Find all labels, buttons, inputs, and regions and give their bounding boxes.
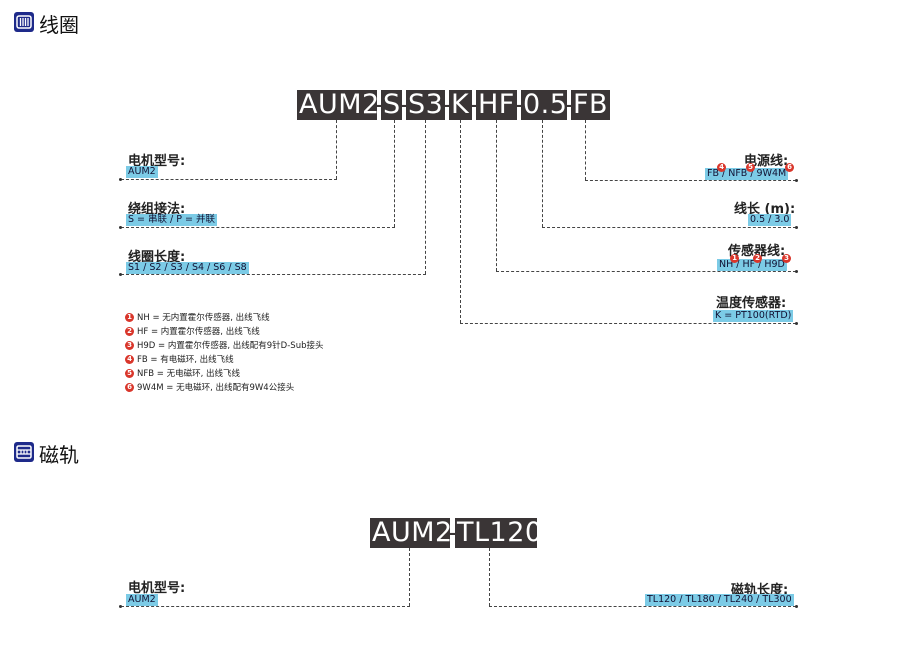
field-value-power-cable: FB / NFB / 9W4M (705, 168, 789, 180)
field-label-cable-length: 线长 (m): (734, 202, 796, 217)
code-segment-model: AUM2 (297, 89, 380, 120)
footnote-text: 9W4M = 无电磁环, 出线配有9W4公接头 (137, 383, 295, 393)
leader-line (460, 120, 461, 323)
field-label-temp-sensor: 温度传感器: (716, 296, 787, 311)
code-separator: - (564, 90, 574, 120)
footnote-badge: 2 (125, 327, 134, 336)
footnote-text: H9D = 内置霍尔传感器, 出线配有9针D-Sub接头 (137, 341, 324, 351)
leader-line (425, 120, 426, 274)
badge-2: 2 (753, 254, 762, 263)
badge-5: 5 (746, 163, 755, 172)
field-value-motor-model: AUM2 (126, 166, 158, 178)
code-separator: - (469, 90, 479, 120)
footnote-badge: 1 (125, 313, 134, 322)
leader-line (121, 606, 410, 607)
leader-dot (119, 226, 122, 229)
footnote-text: NH = 无内置霍尔传感器, 出线飞线 (137, 313, 270, 323)
leader-dot (119, 178, 122, 181)
leader-line (121, 274, 426, 275)
leader-dot (119, 273, 122, 276)
rail-icon (14, 442, 34, 462)
code-separator: - (442, 90, 452, 120)
leader-dot (119, 605, 122, 608)
leader-line (394, 120, 395, 227)
field-value-cable-length: 0.5 / 3.0 (748, 214, 792, 226)
field-value-motor-model: AUM2 (126, 594, 158, 606)
footnote-badge: 6 (125, 383, 134, 392)
badge-6: 6 (785, 163, 794, 172)
rail-section-title: 磁轨 (39, 443, 79, 467)
footnote-text: HF = 内置霍尔传感器, 出线飞线 (137, 327, 260, 337)
leader-line (585, 120, 586, 180)
code-separator: - (399, 90, 409, 120)
field-label-motor-model: 电机型号: (128, 154, 186, 169)
field-value-rail-length: TL120 / TL180 / TL240 / TL300 (645, 594, 794, 606)
code-segment-length: S3 (406, 89, 445, 120)
field-label-sensor-cable: 传感器线: (728, 244, 786, 259)
field-value-sensor-cable: NH / HF / H9D (717, 259, 787, 271)
leader-line (460, 323, 796, 324)
leader-line (121, 227, 395, 228)
leader-line (542, 120, 543, 227)
leader-dot (795, 605, 798, 608)
code-segment-temp-sensor: K (449, 90, 472, 120)
leader-dot (795, 226, 798, 229)
leader-line (489, 606, 796, 607)
field-label-coil-length: 线圈长度: (128, 250, 186, 265)
code-segment-winding: S (381, 89, 402, 120)
leader-line (585, 180, 796, 181)
code-segment-model: AUM2 (370, 517, 453, 548)
code-separator: - (447, 518, 457, 548)
coil-icon (14, 12, 34, 32)
badge-4: 4 (717, 163, 726, 172)
field-label-power-cable: 电源线: (744, 154, 789, 169)
leader-dot (795, 270, 798, 273)
footnote-badge: 3 (125, 341, 134, 350)
field-value-coil-length: S1 / S2 / S3 / S4 / S6 / S8 (126, 262, 249, 274)
code-segment-sensor-cable: HF (476, 90, 517, 120)
field-value-winding: S = 串联 / P = 并联 (126, 214, 217, 226)
leader-dot (795, 322, 798, 325)
footnote-badge: 4 (125, 355, 134, 364)
footnote-text: FB = 有电磁环, 出线飞线 (137, 355, 234, 365)
leader-line (542, 227, 796, 228)
code-segment-cable-length: 0.5 (521, 89, 568, 120)
code-segment-rail-length: TL120 (455, 517, 543, 548)
leader-dot (795, 179, 798, 182)
code-separator: - (374, 90, 384, 120)
badge-3: 3 (782, 254, 791, 263)
code-segment-power-cable: FB (571, 89, 610, 120)
leader-line (496, 271, 796, 272)
leader-line (496, 120, 497, 271)
leader-line (409, 548, 410, 606)
leader-line (121, 179, 337, 180)
field-label-winding: 绕组接法: (128, 202, 186, 217)
footnote-text: NFB = 无电磁环, 出线飞线 (137, 369, 241, 379)
leader-line (336, 120, 337, 179)
field-label-motor-model: 电机型号: (128, 581, 186, 596)
leader-line (489, 548, 490, 606)
badge-1: 1 (730, 254, 739, 263)
footnote-badge: 5 (125, 369, 134, 378)
code-separator: - (514, 90, 524, 120)
coil-section-title: 线圈 (39, 13, 79, 37)
field-value-temp-sensor: K = PT100(RTD) (713, 310, 794, 322)
